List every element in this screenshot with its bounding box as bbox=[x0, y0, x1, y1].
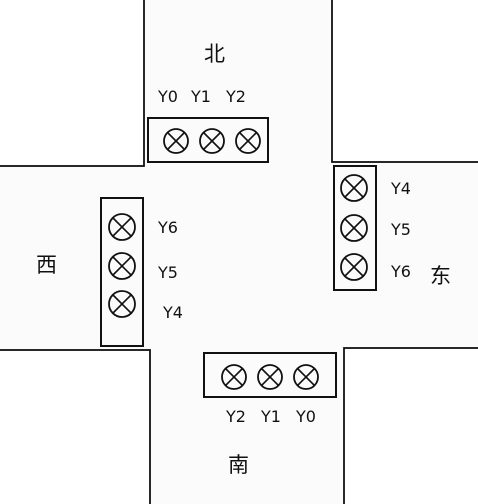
direction-north-label: 北 bbox=[204, 42, 225, 66]
north-output-label-2: Y2 bbox=[225, 87, 246, 106]
block-top-right bbox=[331, 0, 478, 163]
south-output-label-1: Y1 bbox=[260, 407, 281, 426]
south-lamp-1 bbox=[257, 364, 283, 390]
block-top-left bbox=[0, 0, 145, 167]
west-lamp-0 bbox=[108, 213, 136, 241]
west-lamp-2 bbox=[108, 290, 136, 318]
west-lamp-1 bbox=[108, 252, 136, 280]
north-output-label-1: Y1 bbox=[190, 87, 211, 106]
east-output-label-0: Y4 bbox=[390, 179, 411, 198]
south-output-label-0: Y2 bbox=[225, 407, 246, 426]
east-output-label-2: Y6 bbox=[390, 262, 411, 281]
south-lamp-0 bbox=[221, 364, 247, 390]
north-lamp-2 bbox=[235, 128, 261, 154]
block-bottom-left bbox=[0, 349, 151, 504]
south-lamp-2 bbox=[293, 364, 319, 390]
west-output-label-0: Y6 bbox=[157, 218, 178, 237]
east-lamp-1 bbox=[340, 214, 368, 242]
east-lamp-0 bbox=[340, 174, 368, 202]
direction-south-label: 南 bbox=[228, 453, 249, 477]
east-light-group: Y4 Y5 Y6 bbox=[333, 165, 411, 291]
direction-west-label: 西 bbox=[36, 253, 57, 277]
south-light-group: Y2 Y1 Y0 bbox=[203, 352, 337, 426]
east-output-label-1: Y5 bbox=[390, 220, 411, 239]
north-lamp-0 bbox=[163, 128, 189, 154]
west-output-label-2: Y4 bbox=[162, 303, 183, 322]
south-output-label-2: Y0 bbox=[295, 407, 316, 426]
block-bottom-right bbox=[343, 347, 478, 504]
north-lamp-1 bbox=[199, 128, 225, 154]
direction-east-label: 东 bbox=[430, 264, 451, 288]
north-output-label-0: Y0 bbox=[157, 87, 178, 106]
west-light-group: Y6 Y5 Y4 bbox=[100, 197, 183, 347]
east-lamp-2 bbox=[340, 253, 368, 281]
west-output-label-1: Y5 bbox=[157, 263, 178, 282]
north-light-group: Y0 Y1 Y2 bbox=[147, 87, 269, 163]
